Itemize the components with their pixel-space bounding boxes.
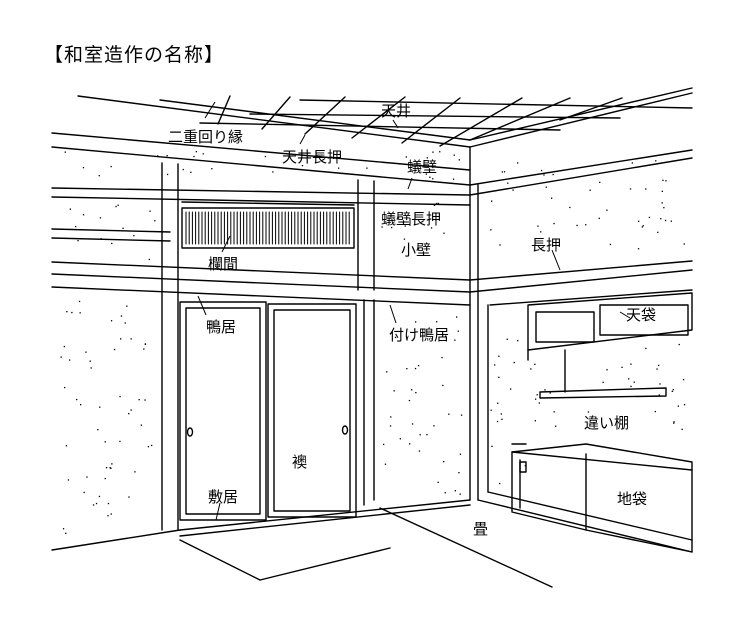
label-nageshi: 長押 <box>531 236 562 254</box>
label-kamoi: 鴨居 <box>206 318 237 336</box>
chigaidana-shelf <box>540 350 666 398</box>
label-tenjo: 天井 <box>381 102 412 120</box>
label-fusuma: 襖 <box>292 453 308 471</box>
label-jibukuro: 地袋 <box>617 490 648 508</box>
label-kokabe: 小壁 <box>401 241 432 259</box>
label-arikabe: 蟻壁 <box>407 158 438 176</box>
tenbukuro-cabinet <box>528 293 692 360</box>
label-arikabe-nageshi: 蟻壁長押 <box>381 210 442 228</box>
label-ramma: 欄間 <box>208 255 239 273</box>
label-nijumawaribuchi: 二重回り縁 <box>168 128 244 146</box>
ceiling-boards <box>78 88 692 147</box>
jibukuro-cabinet <box>512 444 692 552</box>
label-chigaidana: 違い棚 <box>584 414 630 432</box>
posts <box>162 147 488 530</box>
upper-wall-bands <box>52 133 692 305</box>
label-tenjo-nageshi: 天井長押 <box>282 148 343 166</box>
leader-lines <box>198 102 630 520</box>
floor-lines <box>52 492 692 587</box>
label-tatami: 畳 <box>473 520 489 538</box>
label-tsuke-kamoi: 付け鴨居 <box>389 326 450 344</box>
ramma-transom <box>182 202 354 248</box>
label-tenbukuro: 天袋 <box>626 306 657 324</box>
label-shikii: 敷居 <box>208 488 239 506</box>
diagram-title: 【和室造作の名称】 <box>44 44 225 66</box>
